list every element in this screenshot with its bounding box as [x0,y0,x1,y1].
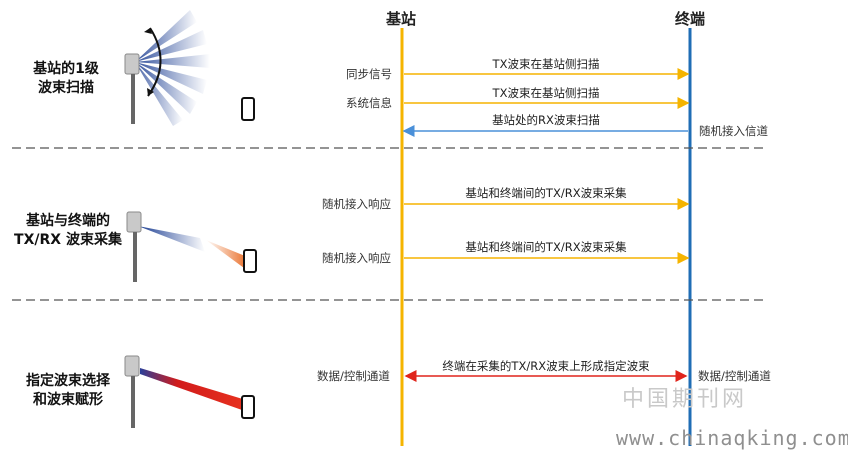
base-station-antenna-icon [126,211,142,282]
message-left-label: 同步信号 [346,67,392,81]
mobile-phone-icon [241,395,255,419]
beam-sweep-illustration [124,10,255,126]
message-text: 基站和终端间的TX/RX波束采集 [465,240,627,254]
message-text: TX波束在基站侧扫描 [492,86,600,100]
message-left-label: 随机接入响应 [322,197,391,211]
watermark-cn: 中国期刊网 [622,387,748,412]
message-right-label: 随机接入信道 [699,124,768,138]
message-text: 基站处的RX波束扫描 [492,113,600,127]
message-left-label: 系统信息 [346,96,392,110]
stage-title-line: TX/RX 波束采集 [14,232,122,248]
stage-title: 基站与终端的 TX/RX 波束采集 [10,212,126,250]
message-left-label: 随机接入响应 [322,251,391,265]
stage-title-line: 指定波束选择 [26,373,110,389]
base-station-heading: 基站 [386,10,417,28]
watermark-url: www.chinaqking.com [616,426,848,450]
stage-title: 基站的1级 波束扫描 [18,60,114,98]
stage-title-line: 波束扫描 [38,80,94,96]
mobile-phone-icon [241,97,255,121]
beam-forming-illustration [124,355,255,428]
message-left-label: 数据/控制通道 [317,369,390,383]
sweep-arc-icon [147,27,162,97]
message-right-label: 数据/控制通道 [698,369,771,383]
base-station-antenna-icon [124,53,140,124]
beam-acquisition-illustration [126,211,257,282]
terminal-heading: 终端 [675,10,706,28]
beam-fan-icon [135,10,210,126]
message-text: 基站和终端间的TX/RX波束采集 [465,186,627,200]
stage-title-line: 和波束赋形 [33,392,103,408]
base-station-antenna-icon [124,355,140,428]
mobile-phone-icon [243,249,257,273]
message-text: TX波束在基站侧扫描 [492,57,600,71]
stage-title-line: 基站的1级 [33,61,99,77]
stage-title: 指定波束选择 和波束赋形 [14,372,122,410]
message-text: 终端在采集的TX/RX波束上形成指定波束 [442,359,650,373]
stage-title-line: 基站与终端的 [26,213,110,229]
